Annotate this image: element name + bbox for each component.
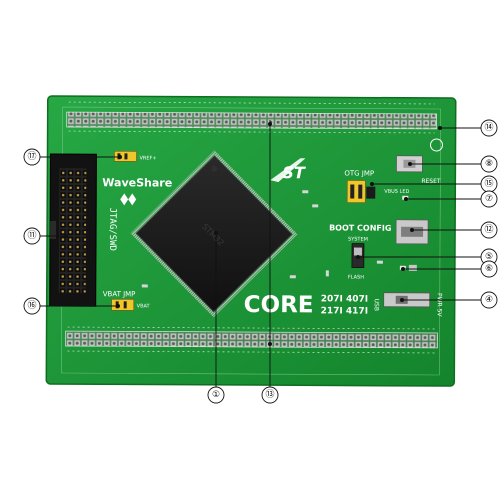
callout-8: ⑧ xyxy=(480,155,498,173)
brand-label: WaveShare xyxy=(102,176,172,189)
callout-4: ④ xyxy=(480,291,498,309)
bottom-pin-header xyxy=(65,330,438,349)
jtag-label: JTAG/SWD xyxy=(107,208,117,251)
callout-12: ⑫ xyxy=(480,221,498,239)
callout-13: ⑬ xyxy=(261,386,279,404)
callout-17: ⑰ xyxy=(23,148,41,166)
mcu-chip: STM32 xyxy=(130,150,298,318)
callout-11-label: ⑪ xyxy=(27,230,36,241)
callout-15: ⑮ xyxy=(480,175,498,193)
callout-17-label: ⑰ xyxy=(27,151,36,162)
system-label: SYSTEM xyxy=(348,237,368,243)
models-line-2: 217I 417I xyxy=(321,306,368,316)
callout-4-label: ④ xyxy=(485,295,493,305)
boot-config-label: BOOT CONFIG xyxy=(329,223,391,232)
callout-6-label: ⑥ xyxy=(485,264,493,274)
jtag-swd-connector xyxy=(49,153,97,307)
vbat-small-label: VBAT xyxy=(137,303,151,309)
pcb-board: JTAG/SWD WaveShare VREF+ VBAT JMP VBAT S… xyxy=(45,95,457,387)
callout-7-label: ⑦ xyxy=(485,194,493,204)
vbus-led-label: VBUS LED xyxy=(384,189,409,195)
smd-components xyxy=(141,190,383,288)
callout-11: ⑪ xyxy=(23,227,41,245)
callout-6: ⑥ xyxy=(480,260,498,278)
callout-16-label: ⑯ xyxy=(27,300,36,311)
callout-14-label: ⑭ xyxy=(484,122,493,133)
models-line-1: 207I 407I xyxy=(321,294,368,304)
callout-15-label: ⑮ xyxy=(484,178,493,189)
vref-jumper xyxy=(114,150,137,162)
flash-label: FLASH xyxy=(348,275,364,281)
callout-13-label: ⑬ xyxy=(265,389,274,400)
callout-14: ⑭ xyxy=(480,119,498,137)
smd-part xyxy=(408,264,417,271)
reset-label: RESET xyxy=(421,178,441,185)
pwr-5v-label: PWR 5V xyxy=(436,293,443,317)
reset-button xyxy=(395,155,423,173)
vbat-jumper xyxy=(111,298,135,311)
top-pin-header xyxy=(66,111,437,130)
vbat-jmp-label: VBAT JMP xyxy=(103,290,136,298)
waveshare-logo xyxy=(120,193,137,206)
mount-hole-top-right xyxy=(430,138,444,152)
otg-jmp-label: OTG JMP xyxy=(344,169,374,177)
callout-8-label: ⑧ xyxy=(485,159,493,169)
callout-16: ⑯ xyxy=(23,297,41,315)
usb-label: USB xyxy=(373,299,380,311)
otg-jumper xyxy=(346,180,376,203)
callout-7: ⑦ xyxy=(480,190,498,208)
callout-1: ① xyxy=(207,386,225,404)
core-label: CORE xyxy=(244,292,314,318)
silkscreen-pin-labels xyxy=(67,101,436,354)
callout-1-label: ① xyxy=(212,390,220,400)
callout-12-label: ⑫ xyxy=(484,224,493,235)
vref-label: VREF+ xyxy=(139,155,156,161)
callout-5-label: ⑤ xyxy=(485,252,493,262)
st-logo: ST xyxy=(270,158,306,182)
st-logo-text: ST xyxy=(282,163,306,182)
callout-dots xyxy=(64,122,442,346)
